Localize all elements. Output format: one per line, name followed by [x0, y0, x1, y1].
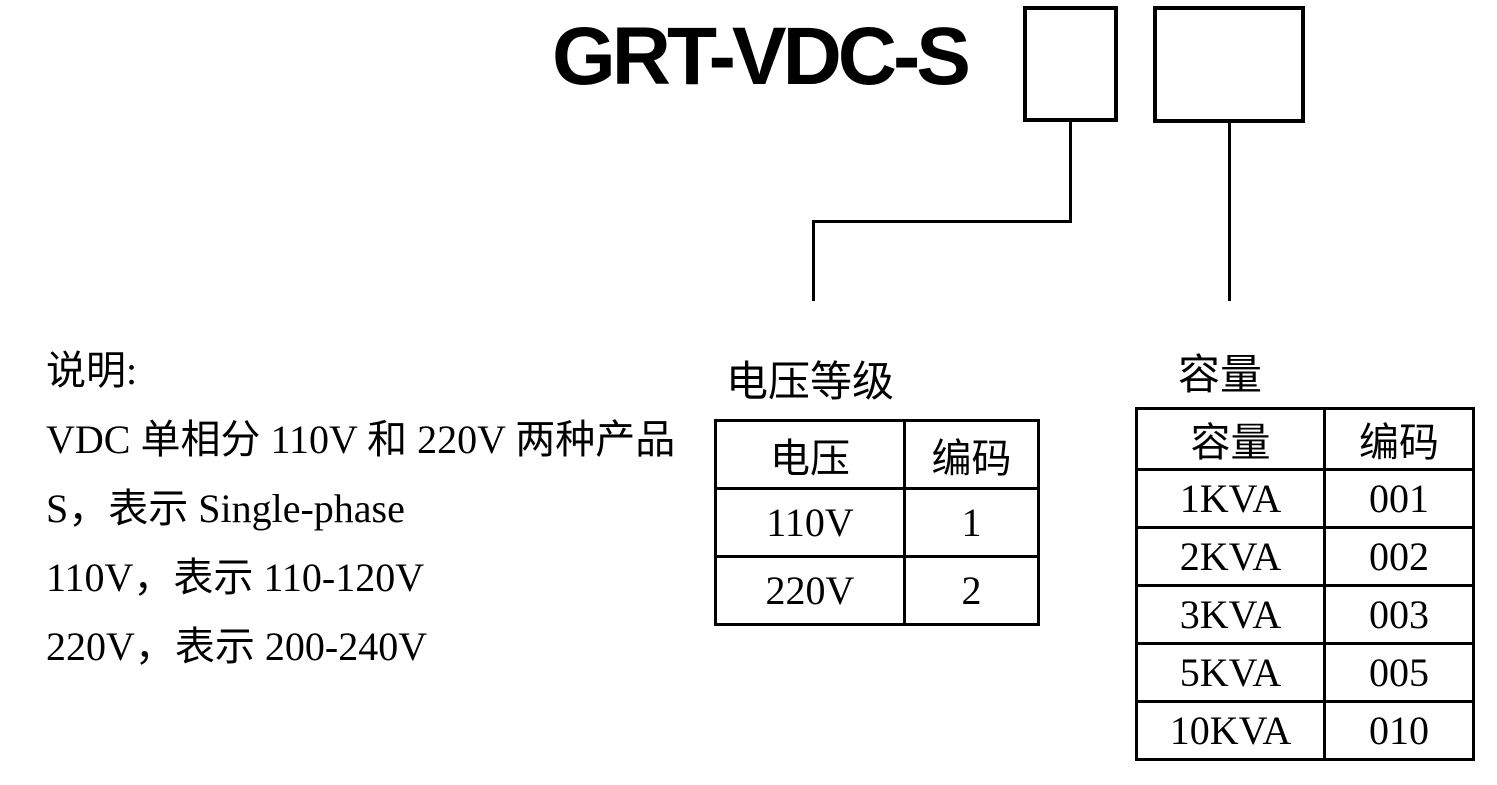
voltage-code-cell: 2	[903, 555, 1040, 626]
capacity-value-cell: 10KVA	[1135, 700, 1326, 761]
voltage-value-cell: 220V	[714, 555, 906, 626]
note-line-110v: 110V，表示 110-120V	[46, 555, 425, 600]
capacity-code-cell: 002	[1323, 526, 1475, 587]
capacity-table-header-row: 容量 编码	[1135, 407, 1475, 471]
voltage-table-header-row: 电压 编码	[714, 419, 1040, 490]
capacity-value-cell: 3KVA	[1135, 584, 1326, 645]
voltage-header-cell: 电压	[714, 419, 906, 490]
capacity-value-cell: 2KVA	[1135, 526, 1326, 587]
voltage-code-cell: 1	[903, 487, 1040, 558]
note-line-single-phase: S，表示 Single-phase	[46, 486, 405, 531]
table-row: 110V 1	[714, 487, 1040, 558]
voltage-table: 电压 编码 110V 1 220V 2	[714, 419, 1040, 626]
capacity-code-cell: 010	[1323, 700, 1475, 761]
voltage-table-title: 电压等级	[726, 360, 895, 406]
capacity-code-cell: 003	[1323, 584, 1475, 645]
notes-heading: 说明:	[46, 348, 138, 393]
capacity-value-cell: 1KVA	[1135, 468, 1326, 529]
capacity-value-cell: 5KVA	[1135, 642, 1326, 703]
table-row: 2KVA 002	[1135, 526, 1475, 587]
voltage-connector-vertical-line	[1069, 122, 1072, 222]
table-row: 220V 2	[714, 555, 1040, 626]
capacity-table-title: 容量	[1178, 353, 1263, 399]
table-row: 1KVA 001	[1135, 468, 1475, 529]
table-row: 10KVA 010	[1135, 700, 1475, 761]
table-row: 3KVA 003	[1135, 584, 1475, 645]
capacity-header-cell: 容量	[1135, 407, 1326, 471]
capacity-code-cell: 001	[1323, 468, 1475, 529]
code-header-cell: 编码	[903, 419, 1040, 490]
capacity-table: 容量 编码 1KVA 001 2KVA 002 3KVA 003 5KVA 00…	[1135, 407, 1475, 761]
capacity-connector-line	[1228, 123, 1231, 301]
table-row: 5KVA 005	[1135, 642, 1475, 703]
note-line-products: VDC 单相分 110V 和 220V 两种产品	[46, 417, 676, 462]
note-line-220v: 220V，表示 200-240V	[46, 624, 428, 669]
voltage-value-cell: 110V	[714, 487, 906, 558]
notes-block: 说明: VDC 单相分 110V 和 220V 两种产品 S，表示 Single…	[46, 336, 675, 681]
capacity-code-box	[1153, 6, 1305, 123]
voltage-connector-drop-line	[812, 220, 815, 301]
model-name-title: GRT-VDC-S	[552, 11, 971, 102]
voltage-code-box	[1023, 6, 1118, 122]
code-header-cell: 编码	[1323, 407, 1475, 471]
voltage-connector-horizontal-line	[812, 220, 1072, 223]
capacity-code-cell: 005	[1323, 642, 1475, 703]
